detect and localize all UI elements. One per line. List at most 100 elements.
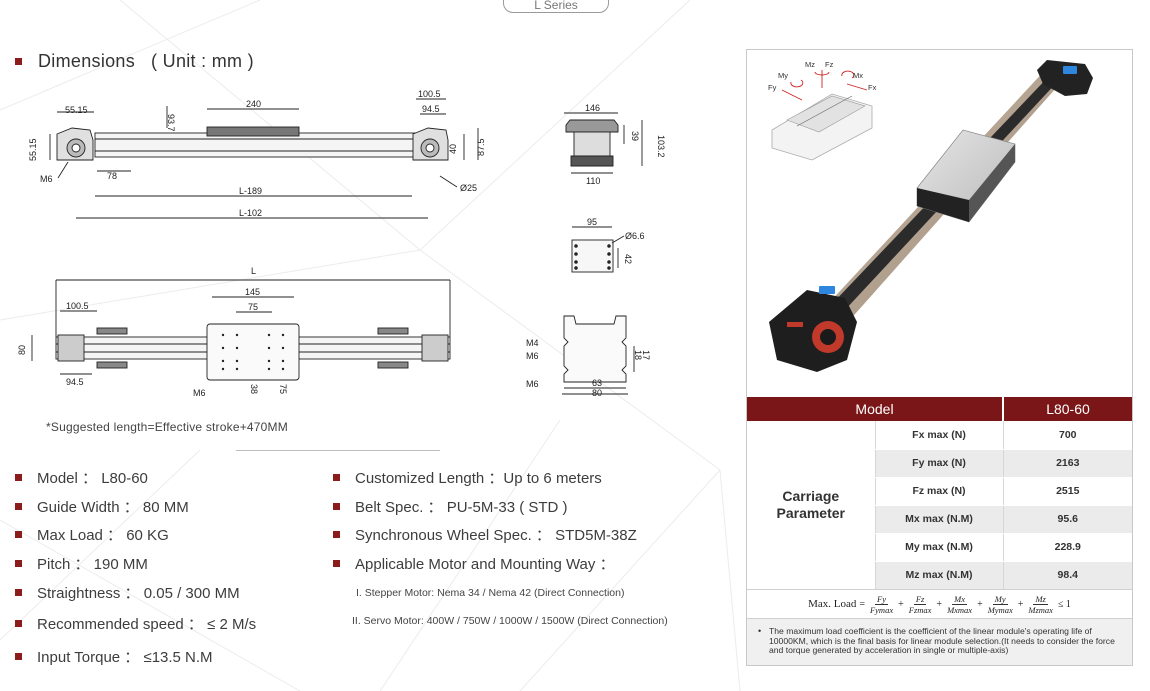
front-view-drawing: 55.15 93.7 240 100.5 94.5 55.15 40 87.5 … bbox=[20, 84, 490, 230]
motor-option: I. Stepper Motor: Nema 34 / Nema 42 (Dir… bbox=[356, 587, 625, 599]
square-bullet-icon bbox=[333, 560, 340, 567]
spec-item: Applicable Motor and Mounting Way ： bbox=[333, 553, 615, 574]
spec-item: Straightness ： 0.05 / 300 MM bbox=[15, 582, 240, 603]
motor-option: II. Servo Motor: 400W / 750W / 1000W / 1… bbox=[352, 615, 668, 627]
dim-75-top: 75 bbox=[248, 302, 258, 312]
square-bullet-icon bbox=[15, 58, 22, 65]
spec-item: Synchronous Wheel Spec. ： STD5M-38Z bbox=[333, 524, 637, 545]
carriage-parameter-panel: Mz Fz My Mx Fy Fx Model L80-60 bbox=[746, 49, 1133, 666]
formula-plus: + bbox=[977, 598, 983, 610]
divider bbox=[236, 450, 440, 451]
dim-100-5-top: 100.5 bbox=[66, 301, 89, 311]
dim-55-15-side: 55.15 bbox=[28, 138, 38, 161]
param-value: 700 bbox=[1002, 421, 1132, 450]
model-value-header: L80-60 bbox=[1003, 397, 1132, 421]
load-coefficient-note: • The maximum load coefficient is the co… bbox=[747, 619, 1132, 665]
dim-42: 42 bbox=[623, 254, 633, 264]
dim-80-top: 80 bbox=[17, 345, 27, 355]
param-value: 95.6 bbox=[1002, 505, 1132, 534]
dim-94-5-top: 94.5 bbox=[66, 377, 84, 387]
dim-95: 95 bbox=[587, 217, 597, 227]
dimensions-heading: Dimensions ( Unit : mm ) bbox=[15, 51, 254, 72]
dim-100-5: 100.5 bbox=[418, 89, 441, 99]
formula-equals: = bbox=[859, 598, 865, 610]
dim-78: 78 bbox=[107, 171, 117, 181]
spec-item: Pitch ： 190 MM bbox=[15, 553, 148, 574]
label-mx: Mx bbox=[853, 71, 863, 80]
formula-plus: + bbox=[898, 598, 904, 610]
param-name: Mx max (N.M) bbox=[874, 505, 1003, 534]
note-text: The maximum load coefficient is the coef… bbox=[769, 626, 1115, 656]
dim-m6-top: M6 bbox=[193, 388, 206, 398]
dim-dia-6-6: Ø6.6 bbox=[625, 231, 645, 241]
dim-103-2: 103.2 bbox=[656, 135, 666, 158]
square-bullet-icon bbox=[333, 503, 340, 510]
series-tab: L Series bbox=[503, 0, 609, 13]
dim-dia-25: Ø25 bbox=[460, 183, 477, 193]
table-row: Mz max (N.M) 98.4 bbox=[747, 561, 1132, 590]
dim-m6: M6 bbox=[40, 174, 53, 184]
formula-plus: + bbox=[1017, 598, 1024, 610]
spec-item: Recommended speed ： ≤ 2 M/s bbox=[15, 613, 256, 634]
param-name: Fy max (N) bbox=[874, 449, 1003, 478]
table-row: Carriage Parameter Fx max (N) 700 bbox=[747, 421, 1132, 590]
dim-m6-profile-a: M6 bbox=[526, 351, 539, 361]
param-name: Fx max (N) bbox=[874, 421, 1003, 450]
dimensions-unit: ( Unit : mm ) bbox=[151, 51, 254, 71]
param-value: 228.9 bbox=[1002, 533, 1132, 562]
table-row: Fz max (N) 2515 bbox=[747, 477, 1132, 506]
dim-m6-profile-b: M6 bbox=[526, 379, 539, 389]
square-bullet-icon bbox=[15, 653, 22, 660]
model-header: Model bbox=[747, 397, 1004, 421]
plate-drawing: 95 Ø6.6 42 bbox=[560, 212, 660, 282]
label-mz: Mz bbox=[805, 60, 815, 69]
dim-146: 146 bbox=[585, 103, 600, 113]
dim-94-5: 94.5 bbox=[422, 104, 440, 114]
spec-item: Guide Width ： 80 MM bbox=[15, 496, 189, 517]
end-view-drawing: 146 39 103.2 110 bbox=[556, 100, 672, 192]
square-bullet-icon bbox=[15, 503, 22, 510]
formula-label: Max. Load bbox=[808, 598, 857, 610]
dim-87-5: 87.5 bbox=[476, 138, 486, 156]
top-view-drawing: L 145 75 100.5 80 94.5 M6 38 75 bbox=[12, 262, 462, 402]
label-fy: Fy bbox=[768, 83, 777, 92]
square-bullet-icon bbox=[15, 589, 22, 596]
square-bullet-icon bbox=[333, 531, 340, 538]
table-header: Model L80-60 bbox=[747, 397, 1132, 421]
dim-63: 63 bbox=[592, 378, 602, 388]
dim-m4: M4 bbox=[526, 338, 539, 348]
dim-17: 17 bbox=[641, 350, 650, 360]
dim-240: 240 bbox=[246, 99, 261, 109]
square-bullet-icon bbox=[333, 474, 340, 481]
carriage-parameter-table: Model L80-60 Carriage Parameter Fx max (… bbox=[747, 397, 1132, 590]
bullet-icon: • bbox=[758, 626, 762, 636]
spec-item: Model ： L80-60 bbox=[15, 467, 148, 488]
linear-module-render bbox=[769, 60, 1093, 372]
param-value: 98.4 bbox=[1002, 561, 1132, 590]
param-name: Mz max (N.M) bbox=[874, 561, 1003, 590]
profile-drawing: M4 M6 M6 18 17 63 80 bbox=[522, 310, 650, 398]
table-row: My max (N.M) 228.9 bbox=[747, 533, 1132, 562]
table-row: Mx max (N.M) 95.6 bbox=[747, 505, 1132, 534]
label-fz: Fz bbox=[825, 60, 834, 69]
table-row: Fy max (N) 2163 bbox=[747, 449, 1132, 478]
square-bullet-icon bbox=[15, 560, 22, 567]
spec-item: Belt Spec. ： PU-5M-33 ( STD ) bbox=[333, 496, 568, 517]
dim-40: 40 bbox=[448, 144, 458, 154]
square-bullet-icon bbox=[15, 531, 22, 538]
dim-l-189: L-189 bbox=[239, 186, 262, 196]
dim-l: L bbox=[251, 266, 256, 276]
spec-item: Max Load ： 60 KG bbox=[15, 524, 169, 545]
product-photo: Mz Fz My Mx Fy Fx bbox=[768, 60, 1093, 372]
dim-39: 39 bbox=[630, 131, 640, 141]
suggested-length-note: *Suggested length=Effective stroke+470MM bbox=[46, 420, 288, 434]
dim-110: 110 bbox=[586, 176, 600, 186]
square-bullet-icon bbox=[15, 474, 22, 481]
dim-18: 18 bbox=[633, 350, 643, 360]
dimensions-title: Dimensions bbox=[38, 51, 136, 71]
dim-l-102: L-102 bbox=[239, 208, 262, 218]
